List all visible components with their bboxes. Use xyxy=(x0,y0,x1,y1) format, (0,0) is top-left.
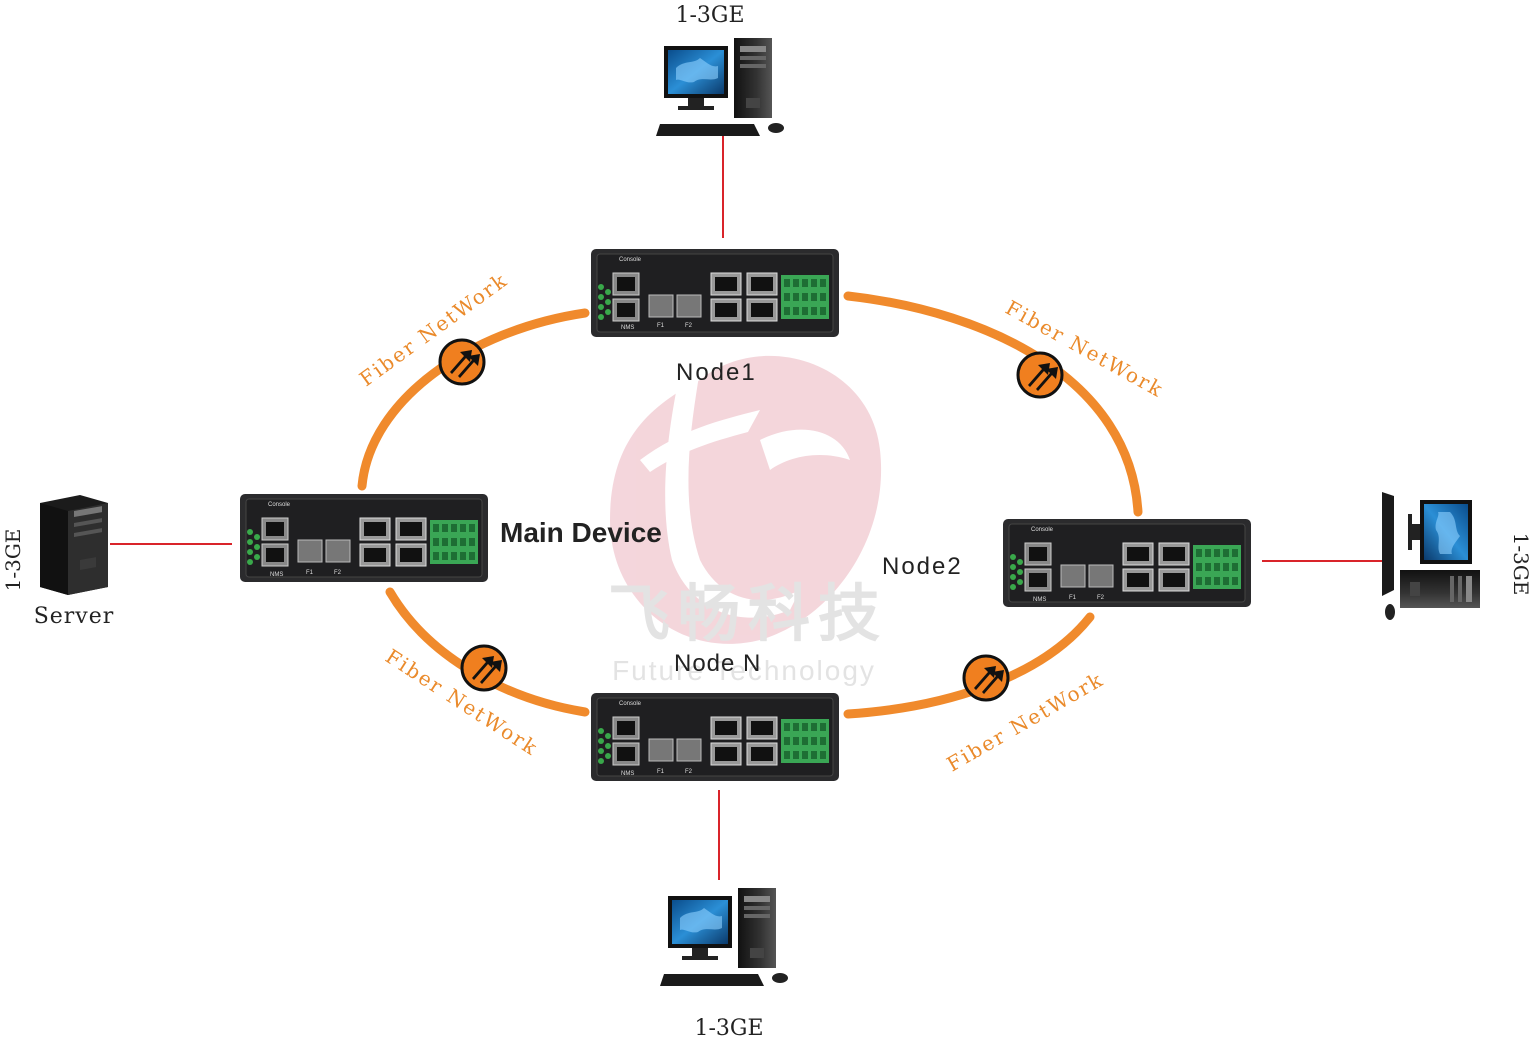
label-left-client: 1-3GE xyxy=(1,529,25,592)
device-label-f2: F2 xyxy=(334,570,342,576)
device-label-console: Console xyxy=(1031,527,1054,533)
fiber-arc-top-right xyxy=(843,291,1143,517)
fiber-badge-bottom-right xyxy=(962,654,1010,702)
device-node1: Console F1 F2 NMS xyxy=(590,248,840,338)
device-label-nms: NMS xyxy=(270,572,283,578)
device-label-f1: F1 xyxy=(1069,595,1077,601)
device-label-nms: NMS xyxy=(1033,597,1046,603)
device-label-console: Console xyxy=(619,701,642,707)
device-label-f1: F1 xyxy=(306,570,314,576)
watermark-logo xyxy=(610,355,882,644)
device-label-nms: NMS xyxy=(621,771,634,777)
fiber-badge-top-right xyxy=(1016,351,1064,399)
label-node1: Node1 xyxy=(676,359,757,386)
copper-links xyxy=(110,134,1382,880)
device-label-console: Console xyxy=(619,257,642,263)
label-main-device: Main Device xyxy=(500,517,662,548)
device-main: Console F1 F2 NMS xyxy=(239,493,489,583)
fiber-arc-top-left xyxy=(357,308,590,491)
pc-right xyxy=(1382,492,1480,620)
pc-top xyxy=(656,38,784,136)
device-node2: Console F1 F2 NMS xyxy=(1002,518,1252,608)
device-label-nms: NMS xyxy=(621,325,634,331)
label-node2: Node2 xyxy=(882,553,963,580)
device-label-f2: F2 xyxy=(685,323,693,329)
pc-bottom xyxy=(660,888,788,986)
label-right-client: 1-3GE xyxy=(1509,533,1532,596)
device-label-f1: F1 xyxy=(657,769,665,775)
fiber-badge-bottom-left xyxy=(460,644,508,692)
server-tower xyxy=(40,495,108,595)
device-label-f2: F2 xyxy=(1097,595,1105,601)
watermark-en: Future Technology xyxy=(612,655,876,686)
label-bottom-client: 1-3GE xyxy=(694,1016,763,1041)
device-label-console: Console xyxy=(268,502,291,508)
label-top-client: 1-3GE xyxy=(675,3,744,28)
device-label-f1: F1 xyxy=(657,323,665,329)
device-label-f2: F2 xyxy=(685,769,693,775)
device-nodeN: Console F1 F2 NMS xyxy=(590,692,840,782)
watermark-cn: 飞畅科技 xyxy=(608,580,888,649)
fiber-badge-top-left xyxy=(438,338,486,386)
label-nodeN: Node N xyxy=(674,650,761,677)
label-server: Server xyxy=(34,604,115,629)
